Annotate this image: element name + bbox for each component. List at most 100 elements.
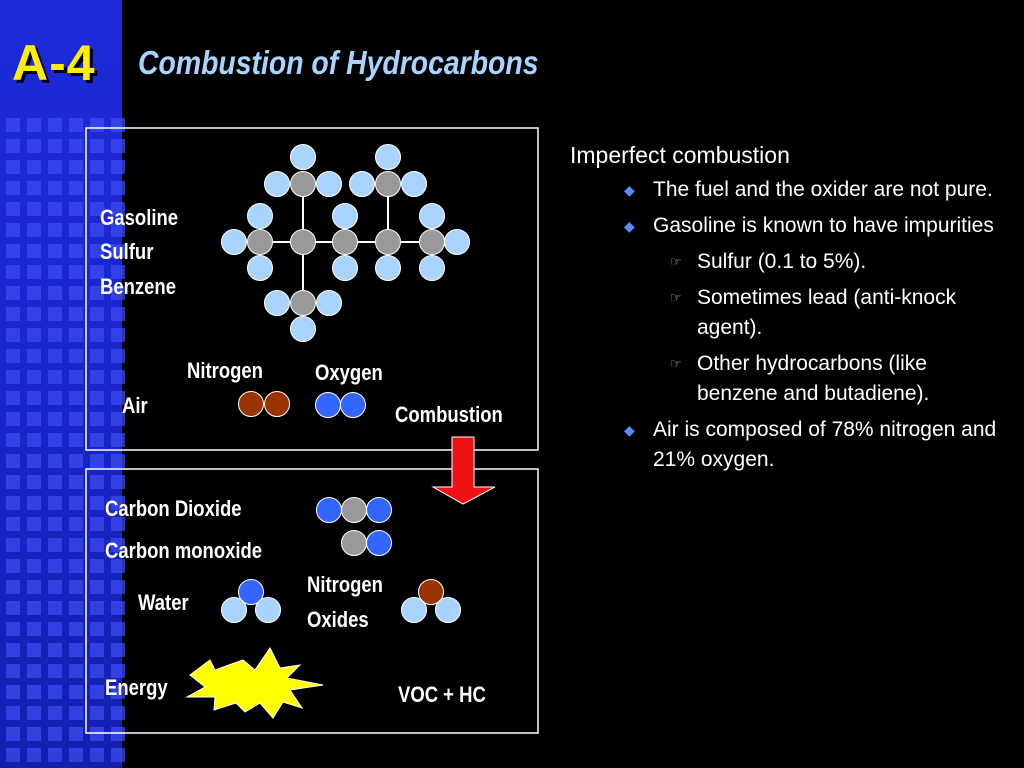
sidebar-square (48, 643, 62, 657)
sidebar-square (90, 727, 104, 741)
pointing-hand-icon: ☞ (670, 290, 682, 305)
sidebar-square (90, 538, 104, 552)
sidebar-square (90, 349, 104, 363)
water-molecule (221, 579, 281, 623)
sidebar-square (27, 202, 41, 216)
sidebar-square (27, 349, 41, 363)
sidebar-square (27, 265, 41, 279)
carbon-atom (419, 229, 445, 255)
sidebar-square (90, 370, 104, 384)
sidebar-square (6, 370, 20, 384)
sidebar-square (6, 664, 20, 678)
sidebar-square (27, 475, 41, 489)
sidebar-square (111, 244, 125, 258)
sidebar-square (90, 622, 104, 636)
sidebar-square (48, 223, 62, 237)
sidebar-square (27, 727, 41, 741)
bullet-item-text: The fuel and the oxider are not pure. (653, 178, 993, 201)
sidebar-square (27, 412, 41, 426)
sidebar-square (90, 496, 104, 510)
hydrogen-atom (375, 255, 401, 281)
sidebar-square (69, 475, 83, 489)
sidebar-square (6, 496, 20, 510)
sub-bullet-item-text: Sometimes lead (anti-knock agent). (697, 286, 957, 339)
sidebar-square (90, 580, 104, 594)
sidebar-square (48, 202, 62, 216)
sidebar-square (69, 622, 83, 636)
sidebar-square (27, 622, 41, 636)
sidebar-square (69, 160, 83, 174)
sub-bullet-item-text: Other hydrocarbons (like benzene and but… (697, 352, 930, 405)
sidebar-square (6, 160, 20, 174)
sidebar-square (48, 139, 62, 153)
sidebar-square (111, 475, 125, 489)
label-air: Air (122, 393, 148, 418)
bullet-item: ◆The fuel and the oxider are not pure. (570, 175, 1010, 205)
sidebar-square (69, 727, 83, 741)
sidebar-square (69, 559, 83, 573)
hydrogen-atom (264, 290, 290, 316)
sidebar-square (69, 748, 83, 762)
bullet-item-text: Air is composed of 78% nitrogen and 21% … (653, 418, 997, 471)
sidebar-square (69, 643, 83, 657)
hydrogen-atom (264, 171, 290, 197)
sidebar-square (69, 223, 83, 237)
bullet-item-text: Gasoline is known to have impurities (653, 214, 994, 237)
sidebar-square (48, 601, 62, 615)
sidebar-square (69, 706, 83, 720)
sidebar-square (69, 517, 83, 531)
sidebar-square (111, 580, 125, 594)
bullet-item: ◆ Air is composed of 78% nitrogen and 21%… (570, 415, 1010, 475)
sidebar-square (111, 160, 125, 174)
sidebar-square (48, 727, 62, 741)
hydrogen-atom (316, 290, 342, 316)
carbon-atom (290, 229, 316, 255)
sidebar-square (27, 433, 41, 447)
sidebar-square (48, 265, 62, 279)
sidebar-square (6, 139, 20, 153)
sidebar-square (27, 664, 41, 678)
carbon-atom (290, 171, 316, 197)
label-oxygen: Oxygen (315, 360, 383, 385)
sidebar-square (27, 685, 41, 699)
slide-number: A-4 (12, 35, 96, 91)
sidebar-square (69, 496, 83, 510)
sidebar-square (111, 517, 125, 531)
sidebar-square (69, 664, 83, 678)
sidebar-square (48, 307, 62, 321)
sidebar-square (6, 538, 20, 552)
sidebar-square (69, 118, 83, 132)
sub-bullet-item: ☞ Sometimes lead (anti-knock agent). (570, 283, 1010, 343)
sidebar-square (27, 748, 41, 762)
sidebar-square (27, 139, 41, 153)
sidebar-square (6, 517, 20, 531)
sidebar-square (27, 181, 41, 195)
diamond-bullet-icon: ◆ (624, 422, 635, 438)
sidebar-square (69, 433, 83, 447)
sidebar-square (111, 622, 125, 636)
sidebar-square (48, 706, 62, 720)
sidebar-square (48, 391, 62, 405)
sidebar-square (90, 517, 104, 531)
oxygen-molecule (315, 392, 366, 418)
sidebar-square (48, 412, 62, 426)
label-combustion: Combustion (395, 402, 503, 427)
sidebar-square (27, 580, 41, 594)
sidebar-square (48, 580, 62, 594)
sidebar-square (6, 433, 20, 447)
sidebar-square (6, 748, 20, 762)
sidebar-square (90, 748, 104, 762)
reactants-box (85, 127, 539, 451)
sidebar-square (27, 286, 41, 300)
bullet-heading: Imperfect combustion (570, 142, 790, 168)
sidebar-square (90, 412, 104, 426)
sidebar-square (69, 139, 83, 153)
hydrogen-atom (401, 171, 427, 197)
nitrogen-oxide-molecule (401, 579, 461, 623)
sidebar-square (111, 139, 125, 153)
sidebar-square (90, 328, 104, 342)
sidebar-square (69, 202, 83, 216)
label-nitrogen-oxides-line2: Oxides (307, 607, 369, 632)
sidebar-square (111, 391, 125, 405)
sidebar-square (27, 391, 41, 405)
